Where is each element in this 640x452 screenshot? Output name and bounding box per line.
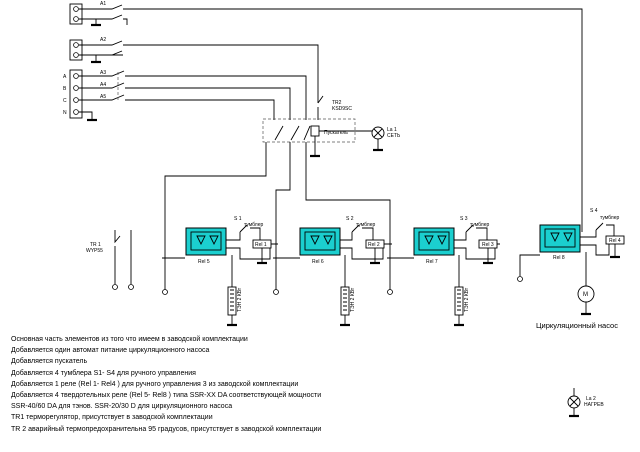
contactor-label: Пускатель	[324, 130, 348, 136]
rel1-label: Rel 1	[255, 242, 267, 248]
rel3-label: Rel 3	[482, 242, 494, 248]
heater-channel-2	[273, 224, 392, 327]
note-line: TR 2 аварийный термопредохранительна 95 …	[11, 425, 322, 433]
ssr-rel7	[413, 227, 455, 256]
s2-label: S 2	[346, 216, 354, 222]
breaker-a3-a5	[79, 70, 307, 122]
rel2-label: Rel 2	[368, 242, 380, 248]
s3-label: S 3	[460, 216, 468, 222]
tr2-label: TR2	[332, 100, 342, 106]
toggle3-label: тумблер	[470, 222, 490, 228]
ssr-rel8	[539, 224, 581, 253]
notes-list: Основная часть элементов из того что име…	[11, 334, 481, 435]
tr2-sub-label: KSD9SC	[332, 106, 352, 112]
pump-channel	[517, 222, 625, 316]
rel5-label: Rel 5	[198, 259, 210, 265]
note-line: SSR-40/60 DA для тэнов. SSR-20/30 D для …	[11, 403, 233, 411]
terminal-block-3	[69, 69, 83, 119]
lamp-la2	[567, 388, 581, 418]
phase-a-label: A	[63, 74, 67, 80]
heater-channel-3	[387, 224, 500, 327]
heater3-label: ТЭН 2 КВт	[464, 287, 470, 312]
toggle4-label: тумблер	[600, 215, 620, 221]
terminal-block-1	[69, 3, 83, 25]
lamp2-sub-label: НАГРЕВ	[584, 402, 604, 408]
rel4-label: Rel 4	[609, 238, 621, 244]
wire-phase-2	[275, 142, 291, 232]
breaker-a3-label: A3	[100, 70, 106, 76]
ssr-rel6	[299, 227, 341, 256]
breaker-a2-label: A2	[100, 37, 106, 43]
note-line: Добавляется пускатель	[11, 358, 88, 366]
toggle1-label: тумблер	[244, 222, 264, 228]
lamp-la1	[371, 126, 385, 152]
lamp1-label: La 1	[387, 127, 397, 133]
rel8-label: Rel 8	[553, 255, 565, 261]
note-line: Основная часть элементов из того что име…	[11, 336, 248, 343]
note-line: Добавляется 4 твердотельных реле (Rel 5-…	[11, 392, 322, 400]
tr1-sub-label: WYP55	[86, 248, 103, 254]
toggle2-label: тумблер	[356, 222, 376, 228]
ssr-rel5	[185, 227, 227, 256]
note-line: Добавляется один автомат питание циркуля…	[11, 347, 210, 355]
lamp1-sub-label: СЕТЬ	[387, 133, 401, 139]
breaker-a4-label: A4	[100, 82, 106, 88]
phase-n-label: N	[63, 110, 67, 116]
breaker-a1	[79, 4, 583, 228]
wire-phase-3	[305, 142, 391, 232]
phase-b-label: B	[63, 86, 67, 92]
contactor	[262, 118, 374, 158]
note-line: TR1 терморегулятор, присутствует в завод…	[11, 414, 213, 422]
rel7-label: Rel 7	[426, 259, 438, 265]
rel6-label: Rel 6	[312, 259, 324, 265]
heater-tan-1	[227, 286, 237, 316]
breaker-a5-label: A5	[100, 94, 106, 100]
s4-label: S 4	[590, 208, 598, 214]
heater-tan-3	[454, 286, 464, 316]
terminal-block-2	[69, 39, 83, 61]
breaker-a2	[79, 40, 319, 103]
heater-tan-2	[340, 286, 350, 316]
note-line: Добавляется 4 тумблера S1- S4 для ручног…	[11, 369, 196, 377]
lamp2-label: La 2	[586, 396, 596, 402]
note-line: Добавляется 1 реле (Rel 1- Rel4 ) для ру…	[11, 380, 299, 388]
s1-label: S 1	[234, 216, 242, 222]
heater1-label: ТЭН 2 КВт	[237, 287, 243, 312]
breaker-a1-label: A1	[100, 1, 106, 7]
tr1-thermostat	[112, 230, 134, 290]
tr2-thermostat	[317, 95, 324, 120]
motor-label: M	[583, 292, 588, 298]
phase-c-label: C	[63, 98, 67, 104]
heater-channel-1	[162, 224, 278, 327]
tr1-label: TR 1	[90, 242, 101, 248]
pump-caption: Циркуляционный насос	[536, 321, 618, 330]
heater2-label: ТЭН 2 КВт	[350, 287, 356, 312]
wire-phase-1	[164, 142, 267, 232]
